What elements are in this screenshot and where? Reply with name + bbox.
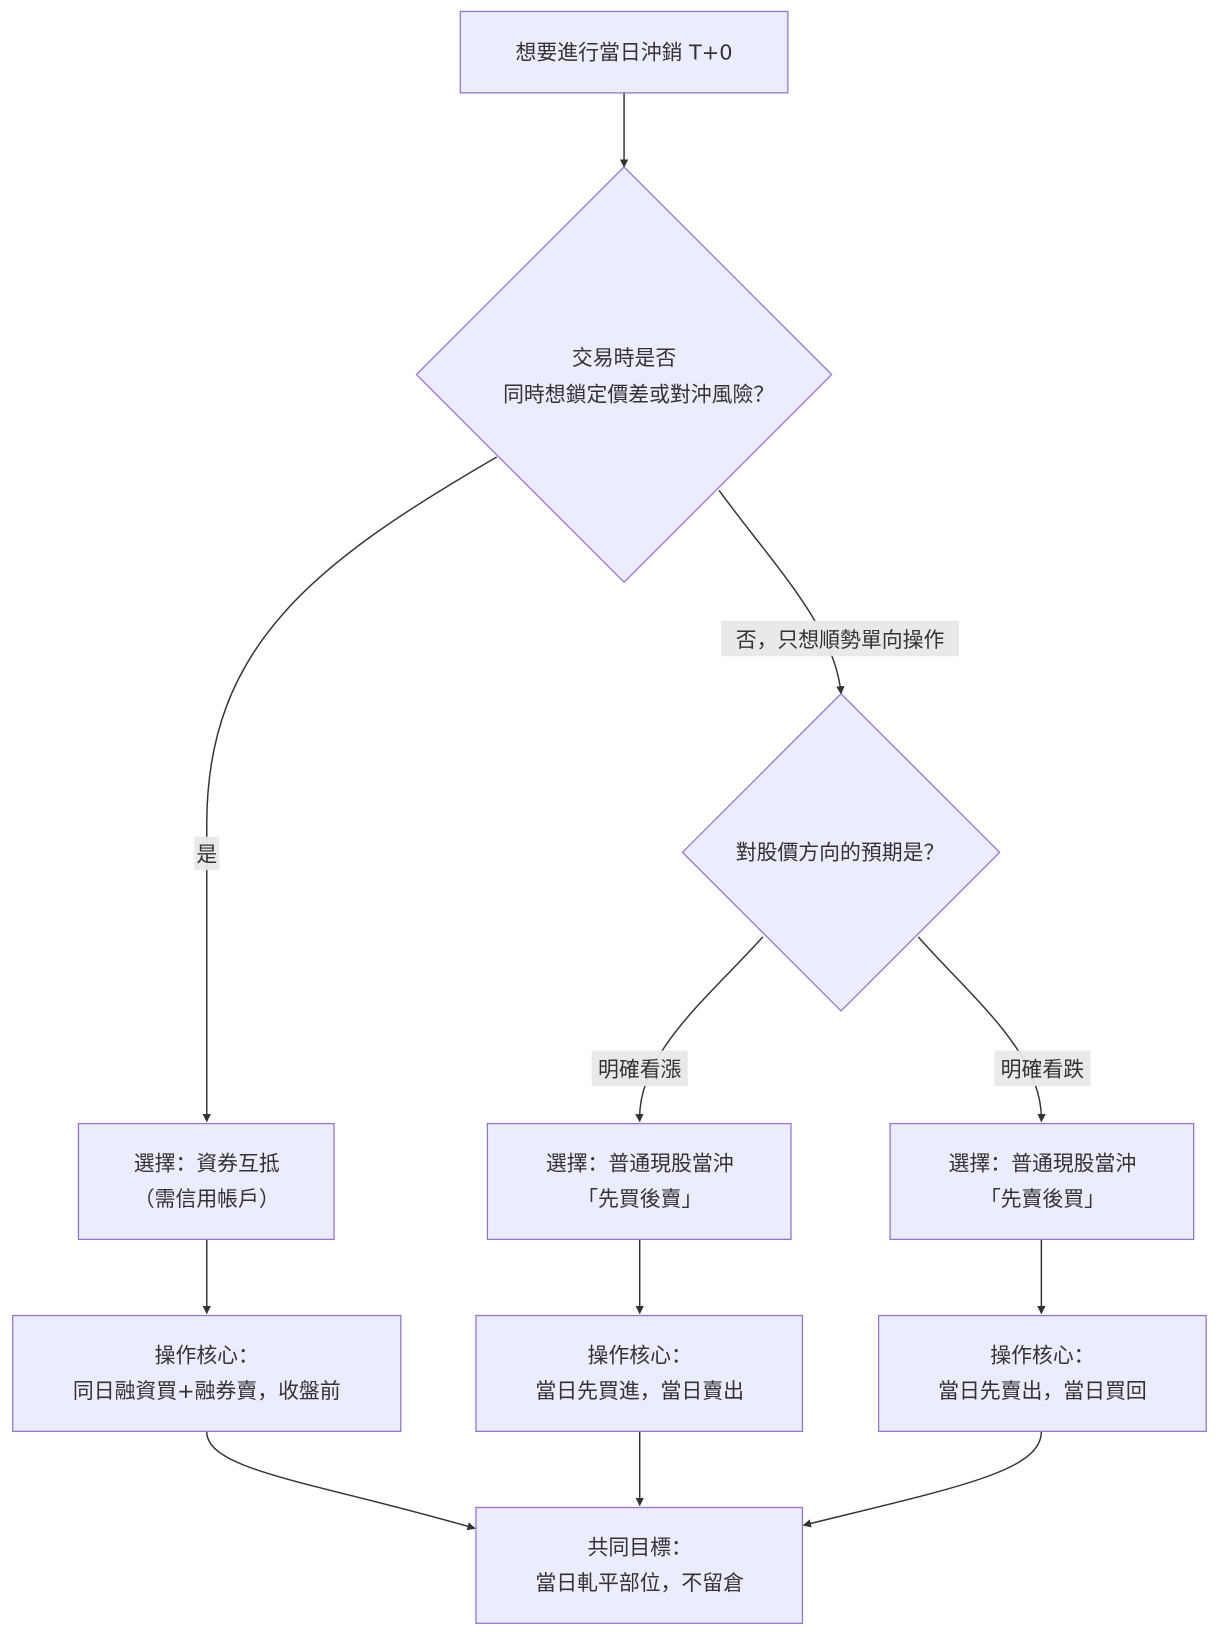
node-start-text: 想要進行當日沖銷 T+0 [516,40,733,64]
node-goal-line2: 當日軋平部位，不留倉 [535,1571,744,1595]
node-choice-buy-first-line2: 「先買後賣」 [577,1187,702,1211]
edge-label-bearish: 明確看跌 [994,1050,1091,1087]
node-goal-line1: 共同目標： [588,1535,692,1559]
edges [202,92,1046,1531]
node-decision-hedge: 交易時是否 同時想鎖定價差或對沖風險？ [415,166,833,584]
node-decision-direction-text: 對股價方向的預期是？ [736,841,945,865]
node-choice-sell-first: 選擇：普通現股當沖 「先賣後買」 [889,1122,1195,1241]
edge-hedge-yes [202,456,498,1123]
node-core-buy-first-line2: 當日先買進，當日賣出 [535,1379,744,1403]
node-core-sell-first: 操作核心： 當日先賣出，當日買回 [877,1314,1207,1432]
node-core-margin-swap-line2: 同日融資買+融券賣，收盤前 [73,1379,341,1403]
node-core-buy-first: 操作核心： 當日先買進，當日賣出 [475,1314,804,1432]
node-start: 想要進行當日沖銷 T+0 [459,10,789,94]
edge-direction-bearish [917,936,1046,1123]
edge-label-bullish-text: 明確看漲 [598,1058,682,1082]
node-core-sell-first-line1: 操作核心： [990,1343,1094,1367]
edge-label-no: 否，只想順勢單向操作 [721,620,959,657]
node-core-sell-first-line2: 當日先賣出，當日買回 [938,1379,1147,1403]
node-decision-direction: 對股價方向的預期是？ [681,692,1001,1012]
edge-sell-core-to-goal [802,1431,1043,1528]
edge-label-no-text: 否，只想順勢單向操作 [736,628,945,652]
node-core-margin-swap-line1: 操作核心： [155,1343,259,1367]
edge-label-yes: 是 [194,836,220,871]
node-choice-margin-swap: 選擇：資券互抵 （需信用帳戶） [77,1122,335,1241]
node-core-buy-first-line1: 操作核心： [588,1343,692,1367]
edge-label-yes-text: 是 [196,843,217,867]
edge-direction-bullish [635,936,764,1123]
node-choice-sell-first-line1: 選擇：普通現股當沖 [949,1152,1137,1176]
node-choice-margin-swap-line2: （需信用帳戶） [134,1187,280,1211]
node-choice-buy-first: 選擇：普通現股當沖 「先買後賣」 [486,1122,792,1241]
edge-label-bullish: 明確看漲 [591,1050,688,1087]
node-choice-buy-first-line1: 選擇：普通現股當沖 [546,1152,734,1176]
edge-margin-core-to-goal [206,1431,476,1531]
node-choice-margin-swap-line1: 選擇：資券互抵 [134,1152,280,1176]
node-decision-hedge-line1: 交易時是否 [572,346,676,370]
node-decision-hedge-line2: 同時想鎖定價差或對沖風險？ [503,383,774,407]
edge-label-bearish-text: 明確看跌 [1001,1058,1085,1082]
node-choice-sell-first-line2: 「先賣後買」 [980,1187,1105,1211]
edge-hedge-no [718,489,845,695]
node-goal: 共同目標： 當日軋平部位，不留倉 [475,1506,804,1624]
node-core-margin-swap: 操作核心： 同日融資買+融券賣，收盤前 [12,1314,402,1432]
